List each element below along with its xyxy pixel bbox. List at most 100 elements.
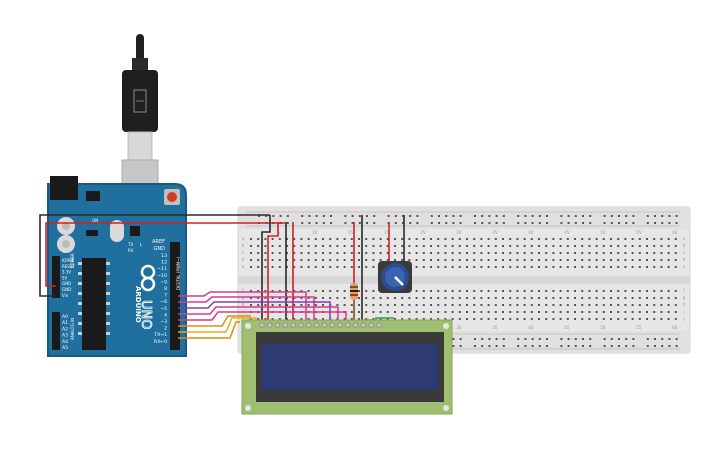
breadboard-hole[interactable]	[415, 245, 418, 247]
breadboard-hole[interactable]	[588, 311, 591, 313]
breadboard-hole[interactable]	[415, 238, 418, 240]
breadboard-hole[interactable]	[545, 245, 548, 247]
breadboard-hole[interactable]	[646, 215, 649, 217]
breadboard-hole[interactable]	[466, 311, 468, 313]
breadboard-hole[interactable]	[487, 238, 490, 240]
breadboard-hole[interactable]	[624, 297, 627, 299]
breadboard-hole[interactable]	[350, 259, 353, 261]
breadboard-hole[interactable]	[509, 311, 512, 313]
breadboard-hole[interactable]	[278, 259, 281, 261]
breadboard-hole[interactable]	[588, 259, 591, 261]
breadboard-hole[interactable]	[487, 252, 490, 254]
breadboard-hole[interactable]	[466, 266, 468, 268]
breadboard-hole[interactable]	[473, 245, 476, 247]
breadboard-hole[interactable]	[271, 266, 274, 268]
breadboard-hole[interactable]	[422, 290, 425, 292]
breadboard-hole[interactable]	[494, 259, 497, 261]
breadboard-hole[interactable]	[667, 297, 670, 299]
breadboard-hole[interactable]	[624, 318, 627, 320]
breadboard-hole[interactable]	[617, 297, 620, 299]
breadboard-hole[interactable]	[646, 338, 649, 340]
breadboard-hole[interactable]	[264, 238, 267, 240]
breadboard-hole[interactable]	[602, 259, 605, 261]
breadboard-hole[interactable]	[494, 304, 497, 306]
breadboard-hole[interactable]	[674, 318, 677, 320]
breadboard-hole[interactable]	[409, 222, 412, 224]
breadboard-hole[interactable]	[610, 338, 613, 340]
breadboard-hole[interactable]	[638, 259, 641, 261]
breadboard-hole[interactable]	[300, 304, 303, 306]
breadboard-hole[interactable]	[452, 338, 455, 340]
breadboard-hole[interactable]	[350, 266, 353, 268]
breadboard-hole[interactable]	[567, 338, 570, 340]
breadboard-hole[interactable]	[430, 222, 433, 224]
breadboard-hole[interactable]	[552, 252, 555, 254]
breadboard-hole[interactable]	[264, 259, 267, 261]
breadboard-hole[interactable]	[531, 345, 534, 347]
breadboard-hole[interactable]	[330, 222, 332, 224]
breadboard-hole[interactable]	[408, 259, 411, 261]
breadboard-hole[interactable]	[445, 215, 448, 217]
breadboard-hole[interactable]	[365, 290, 368, 292]
breadboard-hole[interactable]	[495, 338, 498, 340]
breadboard-hole[interactable]	[487, 259, 490, 261]
breadboard-hole[interactable]	[595, 252, 598, 254]
breadboard-hole[interactable]	[401, 238, 404, 240]
breadboard-hole[interactable]	[646, 238, 648, 240]
breadboard-hole[interactable]	[618, 338, 620, 340]
breadboard-hole[interactable]	[444, 252, 447, 254]
breadboard-hole[interactable]	[422, 266, 425, 268]
breadboard-hole[interactable]	[473, 290, 476, 292]
breadboard-hole[interactable]	[523, 318, 526, 320]
breadboard-hole[interactable]	[674, 259, 677, 261]
breadboard-hole[interactable]	[602, 252, 605, 254]
breadboard-hole[interactable]	[660, 245, 663, 247]
breadboard-hole[interactable]	[530, 304, 533, 306]
breadboard-hole[interactable]	[480, 318, 483, 320]
breadboard-hole[interactable]	[366, 215, 368, 217]
breadboard-hole[interactable]	[314, 238, 317, 240]
breadboard-hole[interactable]	[617, 304, 620, 306]
breadboard-hole[interactable]	[488, 222, 491, 224]
breadboard-hole[interactable]	[459, 338, 462, 340]
breadboard-hole[interactable]	[574, 252, 576, 254]
breadboard-hole[interactable]	[416, 222, 419, 224]
breadboard-hole[interactable]	[617, 290, 620, 292]
breadboard-hole[interactable]	[654, 222, 656, 224]
breadboard-hole[interactable]	[307, 266, 310, 268]
breadboard-hole[interactable]	[286, 245, 288, 247]
breadboard-hole[interactable]	[480, 311, 483, 313]
breadboard-hole[interactable]	[617, 259, 620, 261]
breadboard-hole[interactable]	[430, 311, 432, 313]
breadboard-hole[interactable]	[329, 245, 332, 247]
breadboard-hole[interactable]	[386, 304, 389, 306]
breadboard-hole[interactable]	[552, 290, 555, 292]
breadboard-hole[interactable]	[444, 290, 447, 292]
breadboard-hole[interactable]	[625, 222, 628, 224]
breadboard-hole[interactable]	[307, 304, 310, 306]
breadboard-hole[interactable]	[653, 252, 656, 254]
breadboard-hole[interactable]	[300, 297, 303, 299]
breadboard-hole[interactable]	[271, 259, 274, 261]
breadboard-hole[interactable]	[552, 297, 555, 299]
breadboard-hole[interactable]	[660, 266, 663, 268]
breadboard-hole[interactable]	[301, 222, 304, 224]
breadboard-hole[interactable]	[437, 266, 440, 268]
breadboard-hole[interactable]	[574, 215, 577, 217]
breadboard-hole[interactable]	[588, 304, 591, 306]
breadboard-hole[interactable]	[451, 252, 454, 254]
breadboard-hole[interactable]	[488, 338, 491, 340]
breadboard-hole[interactable]	[559, 245, 562, 247]
breadboard-hole[interactable]	[300, 266, 303, 268]
breadboard-hole[interactable]	[610, 266, 612, 268]
breadboard-hole[interactable]	[444, 318, 447, 320]
breadboard-hole[interactable]	[638, 290, 641, 292]
breadboard-hole[interactable]	[638, 238, 641, 240]
breadboard-hole[interactable]	[365, 252, 368, 254]
breadboard-hole[interactable]	[386, 238, 389, 240]
breadboard-hole[interactable]	[365, 304, 368, 306]
breadboard-hole[interactable]	[278, 252, 281, 254]
breadboard-hole[interactable]	[293, 245, 296, 247]
breadboard-hole[interactable]	[365, 318, 368, 320]
breadboard-hole[interactable]	[308, 215, 311, 217]
